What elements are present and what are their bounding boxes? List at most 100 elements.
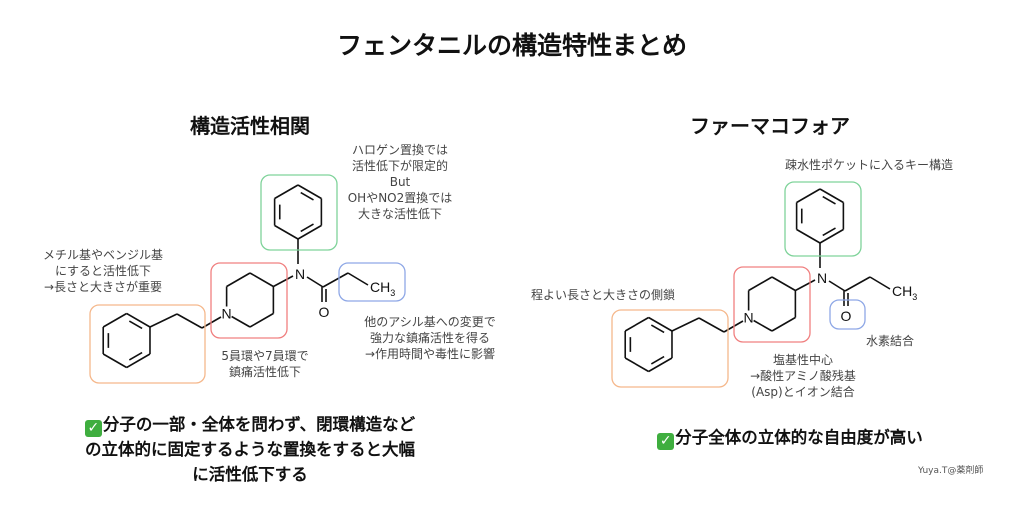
bond [226, 272, 251, 288]
bond [624, 316, 649, 332]
piperidine-highlight-box [733, 266, 811, 343]
note-line: →作用時間や毒性に影響 [364, 347, 496, 361]
note-line: 活性低下が限定的 [351, 159, 448, 173]
note-line: But [389, 175, 411, 189]
double-bond [128, 320, 143, 330]
sar-heading: 構造活性相関 [190, 114, 310, 138]
double-bond [300, 191, 314, 201]
note-line: メチル基やベンジル基 [42, 248, 163, 262]
conclusion-line: 分子全体の立体的な自由度が高い [675, 428, 923, 447]
phenyl-highlight-box [260, 174, 338, 251]
pharmacophore-conclusion: ✓分子全体の立体的な自由度が高い [600, 425, 980, 450]
bond [844, 276, 871, 292]
note-ring-size: 5員環や7員環で 鎮痛活性低下 [205, 348, 325, 380]
sar-conclusion: ✓分子の一部・全体を問わず、閉環構造など の立体的に固定するような置換をすると大… [40, 412, 460, 487]
note-line: 他のアシル基への変更で [364, 315, 496, 329]
subscript-3: 3 [912, 292, 917, 302]
note-basic-center: 塩基性中心 →酸性アミノ酸残基 (Asp)とイオン結合 [733, 352, 873, 400]
bond [297, 224, 322, 240]
note-line: ハロゲン置換では [351, 143, 448, 157]
oxygen-highlight-box [829, 299, 866, 330]
note-line: 大きな活性低下 [357, 207, 442, 221]
double-bond [128, 351, 143, 361]
bond [748, 276, 773, 292]
bond [273, 275, 294, 288]
phenyl-ring [273, 184, 323, 240]
bond [771, 316, 796, 332]
double-bond [822, 195, 836, 205]
double-bond [650, 324, 665, 334]
bond [274, 184, 299, 200]
phenethyl-highlight-box [89, 304, 206, 384]
bond [102, 353, 127, 369]
methyl-group: CH3 [370, 279, 395, 298]
piperidine-nitrogen: N [744, 310, 754, 326]
piperidine-highlight-box [210, 262, 288, 339]
carbonyl-oxygen: O [319, 304, 330, 320]
fentanyl-structure-pharmacophore: N N O CH3 [611, 181, 917, 388]
ch-label: CH [370, 279, 390, 295]
bond [671, 317, 700, 332]
note-hydrophobic-pocket: 疎水性ポケットに入るキー構造 [785, 158, 954, 172]
bond [306, 276, 324, 288]
note-line: (Asp)とイオン結合 [751, 385, 855, 399]
piperidine-ring [225, 272, 275, 328]
note-line: →酸性アミノ酸残基 [750, 369, 856, 383]
bond [698, 317, 725, 333]
conclusion-line: の立体的に固定するような置換をすると大幅 [85, 440, 415, 459]
acyl-highlight-box [338, 262, 406, 302]
bond [648, 316, 673, 332]
bond [249, 312, 274, 328]
amide-nitrogen: N [295, 266, 305, 282]
conclusion-line: に活性低下する [192, 465, 308, 484]
check-icon: ✓ [84, 420, 102, 437]
note-line: 鎮痛活性低下 [228, 365, 301, 379]
subscript-3: 3 [390, 288, 395, 298]
page-title: フェンタニルの構造特性まとめ [336, 31, 687, 60]
bond [297, 184, 322, 200]
piperidine-ring [747, 276, 797, 332]
note-side-chain: メチル基やベンジル基 にすると活性低下 →長さと大きさが重要 [23, 247, 183, 295]
bond [648, 357, 673, 373]
note-side-chain-length: 程よい長さと大きさの側鎖 [531, 288, 676, 302]
double-bond [300, 223, 314, 233]
bond [274, 224, 299, 240]
bond [828, 280, 846, 292]
bond [796, 188, 821, 204]
bond [231, 315, 251, 328]
bond [347, 272, 369, 286]
phenyl-ring [102, 312, 151, 369]
double-bond [822, 227, 836, 237]
ch-label: CH [892, 283, 912, 299]
note-line: →長さと大きさが重要 [43, 280, 163, 294]
note-line: 5員環や7員環で [221, 349, 309, 363]
phenyl-ring [624, 316, 673, 373]
note-phenyl-substitution: ハロゲン置換では 活性低下が限定的 But OHやNO2置換では 大きな活性低下 [330, 142, 470, 222]
note-line: OHやNO2置換では [347, 191, 453, 205]
note-line: 塩基性中心 [772, 353, 833, 367]
note-hydrogen-bond: 水素結合 [866, 334, 915, 348]
note-line: 強力な鎮痛活性を得る [369, 331, 490, 345]
bond [102, 312, 127, 328]
phenyl-ring [795, 188, 845, 244]
note-acyl-group: 他のアシル基への変更で 強力な鎮痛活性を得る →作用時間や毒性に影響 [350, 314, 510, 362]
check-icon: ✓ [657, 433, 675, 450]
bond [624, 357, 649, 373]
carbonyl-oxygen: O [841, 308, 852, 324]
bond [819, 188, 844, 204]
conclusion-line: 分子の一部・全体を問わず、閉環構造など [102, 415, 416, 434]
bond [126, 353, 151, 369]
bond [753, 319, 773, 332]
amide-nitrogen: N [817, 270, 827, 286]
pharmacophore-heading: ファーマコフォア [690, 114, 850, 138]
bond [176, 313, 203, 329]
note-line: にすると活性低下 [54, 264, 152, 278]
double-bond [650, 355, 665, 365]
author-credit: Yuya.T@薬剤師 [918, 466, 984, 476]
bond [869, 276, 891, 290]
bond [771, 276, 796, 292]
bond [126, 312, 151, 328]
bond [796, 228, 821, 244]
